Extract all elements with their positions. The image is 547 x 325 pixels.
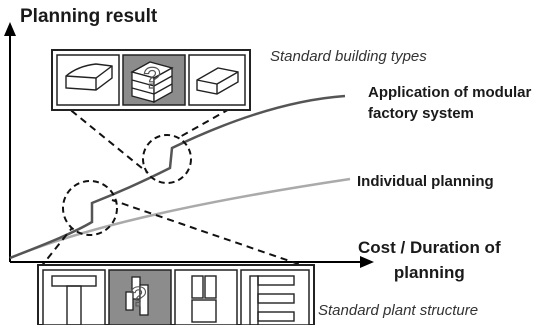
svg-text:?: ? — [143, 62, 161, 95]
individual-planning-curve — [9, 177, 351, 260]
modular-curve-label-line2: factory system — [368, 105, 474, 122]
building-types-label: Standard building types — [270, 48, 427, 65]
building-types-panel: ? — [51, 49, 251, 111]
modular-curve-label-line1: Application of modular — [368, 84, 532, 101]
individual-curve-label: Individual planning — [357, 173, 494, 190]
y-axis-arrow-icon — [4, 22, 16, 36]
double-column-icon — [191, 275, 217, 323]
plant-cell-1 — [42, 269, 106, 325]
stacked-box-question-icon: ? — [130, 61, 174, 104]
svg-text:?: ? — [130, 281, 147, 312]
plant-question-icon: ? — [125, 276, 149, 316]
plant-structure-panel: ? — [37, 264, 315, 325]
t-structure-icon — [51, 275, 97, 325]
x-axis-label-line1: Cost / Duration of — [358, 238, 501, 257]
modular-factory-curve — [9, 94, 346, 260]
x-axis-label: Cost / Duration of planning — [358, 235, 501, 285]
plant-structure-label: Standard plant structure — [318, 302, 479, 319]
y-axis-label: Planning result — [20, 6, 158, 27]
e-structure-icon — [249, 275, 295, 325]
modular-curve-label: Application of modular factory system — [368, 82, 531, 124]
callout-connectors — [39, 102, 311, 269]
lower-step-circle — [62, 180, 118, 236]
plant-cell-4 — [240, 269, 310, 325]
x-axis-arrow-icon — [360, 256, 374, 268]
x-axis-label-line2: planning — [393, 263, 465, 282]
axes — [9, 32, 365, 263]
box-outline-icon — [196, 67, 239, 95]
box-outline-icon — [65, 63, 113, 91]
upper-step-circle — [142, 134, 192, 184]
